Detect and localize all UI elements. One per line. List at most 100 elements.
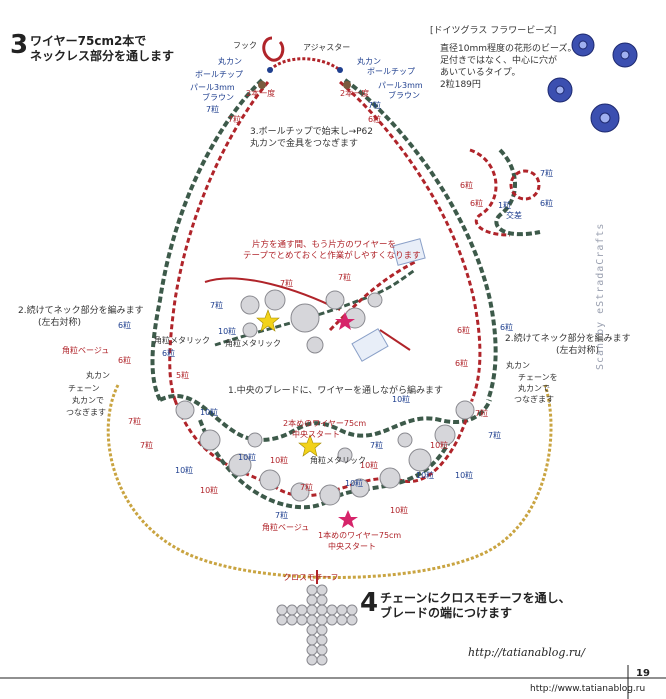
note-second-wire-2: 中央スタート <box>292 430 340 439</box>
label-ten-braid-h: 10粒 <box>390 506 409 515</box>
clasp-chain <box>268 57 341 72</box>
label-ten-braid-g: 10粒 <box>360 461 379 470</box>
label-six-right-c: 6粒 <box>455 359 469 368</box>
material-line3: あいているタイプ。 <box>440 68 521 78</box>
label-ballchip-right: ボールチップ <box>367 67 415 76</box>
label-six-left: 6粒 <box>118 321 132 330</box>
bottom-url[interactable]: http://www.tatianablog.ru <box>530 684 646 694</box>
label-seven-c: 7粒 <box>228 115 242 124</box>
cross-motif <box>276 584 358 666</box>
label-two-right: 2本一度 <box>340 89 370 98</box>
note-first-wire-2: 中央スタート <box>328 542 376 551</box>
label-kaku-beige-left: 角粒ベージュ <box>62 346 110 355</box>
label-six-inset-a: 6粒 <box>460 181 474 190</box>
footer-url[interactable]: http://tatianablog.ru/ <box>468 646 585 659</box>
label-seven-braid-g: 7粒 <box>488 431 502 440</box>
label-chain-left-2: 丸カンで <box>72 396 104 405</box>
label-seven-a: 7粒 <box>206 105 220 114</box>
label-brown-left: ブラウン <box>202 93 234 102</box>
label-cross-exchange: 交差 <box>506 211 522 220</box>
label-six-inset-b: 6粒 <box>470 199 484 208</box>
flower-beads <box>547 33 638 133</box>
label-ten-braid-j: 10粒 <box>430 441 449 450</box>
label-marukan-right-lower: 丸カン <box>506 361 530 370</box>
star-yellow-detail <box>256 309 280 332</box>
label-ten-detail: 10粒 <box>218 327 237 336</box>
label-five-left: 5粒 <box>176 371 190 380</box>
label-pearl-right: パール3mm <box>378 81 423 90</box>
star-pink-detail <box>335 312 355 330</box>
gold-chain <box>106 384 553 579</box>
label-chain-right-3: つなぎます <box>514 395 554 404</box>
star-yellow-main <box>298 434 322 457</box>
label-ten-braid-i: 10粒 <box>416 471 435 480</box>
label-marukan-left-lower: 丸カン <box>86 371 110 380</box>
note-continue-left-2: (左右対称) <box>38 318 82 328</box>
label-kaku-metallic-detail: 角粒メタリック <box>225 339 281 348</box>
note-tape-2: テープでとめておくと作業がしやすくなります <box>243 251 421 261</box>
label-seven-braid-c: 7粒 <box>275 511 289 520</box>
label-marukan-right: 丸カン <box>357 57 381 66</box>
label-seven-detail-a: 7粒 <box>338 273 352 282</box>
braid-beads <box>175 400 475 506</box>
page-number: 19 <box>636 668 650 679</box>
label-seven-braid-f: 7粒 <box>475 409 489 418</box>
label-pearl-left: パール3mm <box>190 83 235 92</box>
cross-inset <box>469 148 541 237</box>
label-six-right-b: 6粒 <box>500 323 514 332</box>
label-six-a: 6粒 <box>368 115 382 124</box>
step4-title-line1: チェーンにクロスモチーフを通し、 <box>380 591 571 605</box>
label-kaku-metallic-left: 角粒メタリック <box>154 336 210 345</box>
note-second-wire-1: 2本めのワイヤー75cm <box>283 419 367 428</box>
label-chain-left-1: チェーン <box>68 384 100 393</box>
label-six-inset-c: 6粒 <box>540 199 554 208</box>
note-ballchip-2: 丸カンで金具をつなぎます <box>250 139 359 149</box>
detail-inset <box>204 238 426 362</box>
label-cross-motif: クロスモチーフ <box>283 573 339 582</box>
label-ten-braid-d: 10粒 <box>238 453 257 462</box>
step4-title-line2: ブレードの端につけます <box>380 606 513 620</box>
label-ten-braid-k: 10粒 <box>455 471 474 480</box>
note-first-wire-1: 1本めのワイヤー75cm <box>318 531 402 540</box>
hook-shape <box>262 36 285 62</box>
note-continue-right-1: 2.続けてネック部分を編みます <box>505 334 631 344</box>
label-ten-braid-e: 10粒 <box>270 456 289 465</box>
label-chain-left-3: つなぎます <box>66 408 106 417</box>
label-ten-braid-c: 10粒 <box>200 486 219 495</box>
label-adjuster: アジャスター <box>303 43 351 52</box>
label-ballchip-left: ボールチップ <box>195 70 243 79</box>
label-seven-detail-c: 7粒 <box>210 301 224 310</box>
label-seven-braid-d: 7粒 <box>300 483 314 492</box>
neck-left-red <box>168 81 270 401</box>
note-continue-left-1: 2.続けてネック部分を編みます <box>18 306 144 316</box>
step3-title-line1: ワイヤー75cm2本で <box>30 34 147 48</box>
label-one-inset: 1粒 <box>498 201 512 210</box>
neck-left-green <box>150 78 264 401</box>
material-line2: 足付きではなく、中心に穴が <box>440 56 558 66</box>
label-seven-detail-b: 7粒 <box>280 279 294 288</box>
label-six-left-c: 6粒 <box>162 349 176 358</box>
note-continue-right-2: (左右対称) <box>556 346 600 356</box>
label-seven-braid-b: 7粒 <box>140 441 154 450</box>
label-two-left: 2本一度 <box>246 89 276 98</box>
label-chain-right-2: 丸カンで <box>518 384 550 393</box>
label-seven-braid-e: 7粒 <box>370 441 384 450</box>
label-seven-braid-a: 7粒 <box>128 417 142 426</box>
note-center: 1.中央のブレードに、ワイヤーを通しながら編みます <box>228 386 444 396</box>
material-line1: 直径10mm程度の花形のビーズ。 <box>440 44 577 54</box>
label-six-left-b: 6粒 <box>118 356 132 365</box>
step3-number: 3 <box>10 30 29 60</box>
label-six-right-a: 6粒 <box>457 326 471 335</box>
label-hook: フック <box>233 41 257 50</box>
label-chain-right-1: チェーンを <box>518 373 558 382</box>
label-ten-braid-a: 10粒 <box>200 408 219 417</box>
star-pink-main <box>338 510 358 528</box>
scan-watermark: Scan by eStradaCrafts <box>595 222 606 370</box>
step4-number: 4 <box>360 588 379 618</box>
label-seven-inset: 7粒 <box>540 169 554 178</box>
label-kaku-beige-braid: 角粒ベージュ <box>262 523 310 532</box>
label-brown-right: ブラウン <box>388 91 420 100</box>
step3-title-line2: ネックレス部分を通します <box>30 49 175 63</box>
